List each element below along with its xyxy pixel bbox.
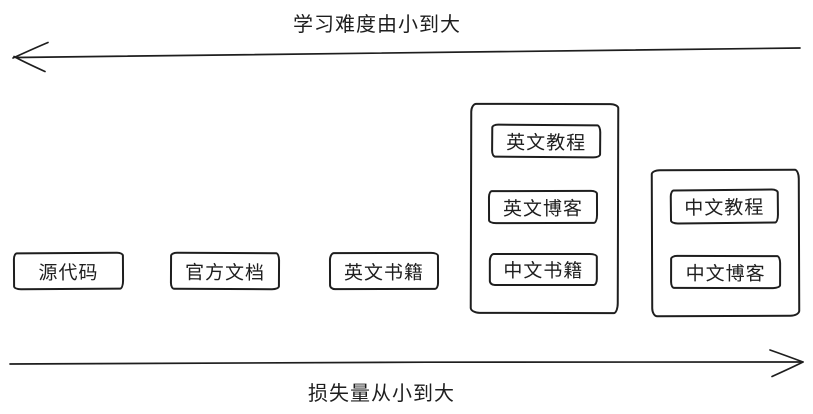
box-label: 中文博客: [685, 263, 766, 285]
box-label: 官方文档: [184, 262, 266, 284]
box-english-tutorials: 英文教程: [491, 123, 602, 159]
group-box-chinese: 中文教程 中文博客: [650, 168, 801, 318]
arrow-left-graphic: [12, 41, 801, 73]
box-label: 英文博客: [502, 198, 584, 220]
arrow-head-upper: [12, 41, 49, 59]
arrow-right-graphic: [9, 349, 804, 378]
group-box-mixed: 英文教程 英文博客 中文书籍: [469, 102, 620, 315]
arrow-shaft: [9, 361, 802, 365]
box-label: 源代码: [38, 262, 99, 284]
box-label: 英文书籍: [343, 262, 425, 284]
box-chinese-books: 中文书籍: [488, 252, 598, 287]
box-chinese-tutorials: 中文教程: [669, 188, 780, 225]
arrow-head-lower: [771, 361, 804, 378]
arrow-shaft: [15, 47, 801, 59]
box-chinese-blogs: 中文博客: [670, 254, 782, 290]
difficulty-axis-label: 学习难度由小到大: [293, 14, 461, 36]
box-english-books: 英文书籍: [328, 251, 440, 291]
box-source-code: 源代码: [12, 251, 125, 291]
box-label: 中文教程: [684, 197, 765, 220]
box-english-blogs: 英文博客: [487, 189, 599, 225]
loss-axis-label: 损失量从小到大: [308, 383, 455, 405]
box-official-docs: 官方文档: [169, 251, 281, 291]
arrow-head-upper: [769, 349, 804, 363]
box-label: 中文书籍: [503, 260, 584, 283]
box-label: 英文教程: [506, 132, 587, 154]
arrow-head-lower: [13, 55, 46, 73]
